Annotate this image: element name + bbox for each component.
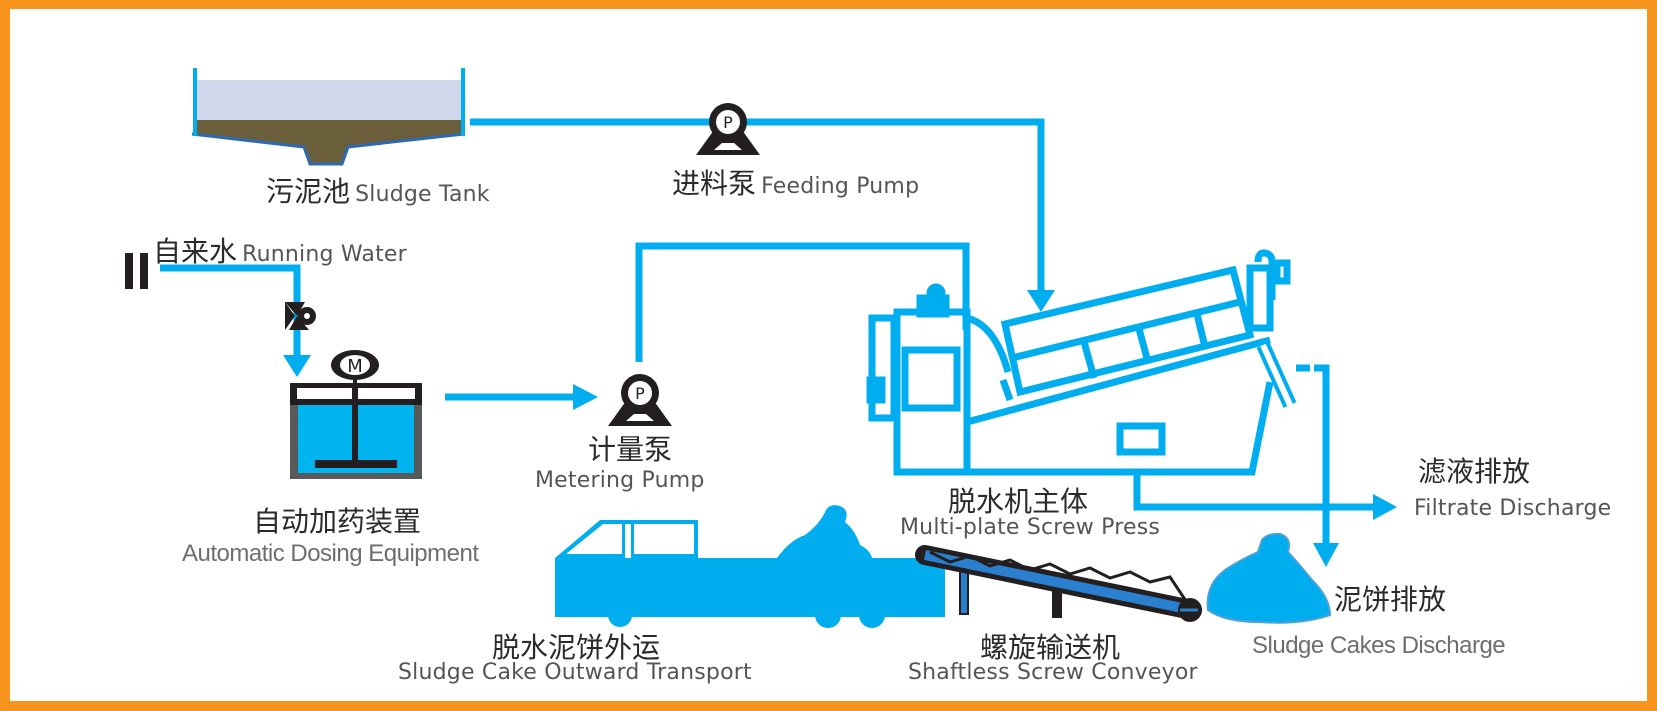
cake-arrow-icon [1313,543,1339,567]
water-tap-icon [125,253,133,289]
metering-pump-label-en: Metering Pump [535,468,705,493]
running-water-source [125,253,311,377]
transport-label-cn: 脱水泥饼外运 [492,631,661,664]
cake-discharge-label-cn: 泥饼排放 [1334,583,1447,616]
sludge-tank-label: 污泥池 Sludge Tank [266,170,490,210]
conveyor-label-cn: 螺旋输送机 [980,631,1121,664]
cake-discharge-label-en: Sludge Cakes Discharge [1252,632,1506,659]
tank-water [196,80,462,120]
filtrate-label-cn: 滤液排放 [1418,455,1531,488]
svg-text:M: M [347,356,363,377]
svg-text:P: P [723,113,733,132]
dosing-label-cn: 自动加药装置 [253,505,422,538]
feeding-pump-label-cn: 进料泵 [672,167,757,200]
screw-press-label-cn: 脱水机主体 [948,485,1089,518]
sludge-tank [191,68,465,166]
filtrate-label-en: Filtrate Discharge [1414,496,1612,521]
feed-pipe [470,118,1055,312]
dosing-equipment: M [290,350,422,479]
dosing-pipe [445,384,598,410]
motor-icon: M [331,350,379,380]
cake-pipe [1296,364,1339,567]
metering-pump-icon: P [608,374,672,426]
transport-truck [555,505,945,628]
running-water-label-cn: 自来水 [153,235,238,268]
sludge-tank-label-cn: 污泥池 [266,175,351,208]
svg-text:P: P [635,384,645,403]
feeding-pump-icon: P [696,103,760,155]
shaftless-screw-conveyor [915,545,1202,622]
feeding-pump-label-en: Feeding Pump [761,174,920,199]
running-water-label: 自来水 Running Water [153,230,407,270]
filtrate-arrow-icon [1373,494,1397,520]
feed-arrow-icon [1027,290,1055,312]
dosing-label-en: Automatic Dosing Equipment [182,540,479,567]
conveyor-label-en: Shaftless Screw Conveyor [908,660,1198,685]
dosing-feed-pipe [635,242,970,362]
transport-label-en: Sludge Cake Outward Transport [398,660,752,685]
tank-sludge [193,120,462,164]
valve-icon [285,302,316,330]
sludge-cake-pile [1206,532,1332,624]
running-water-label-en: Running Water [242,242,407,267]
multi-plate-screw-press [866,249,1297,476]
sludge-tank-label-en: Sludge Tank [355,182,490,207]
metering-pump-label-cn: 计量泵 [588,433,673,466]
feeding-pump-label: 进料泵 Feeding Pump [672,162,919,202]
screw-press-label-en: Multi-plate Screw Press [900,515,1161,540]
filtrate-pipe [1133,472,1397,520]
